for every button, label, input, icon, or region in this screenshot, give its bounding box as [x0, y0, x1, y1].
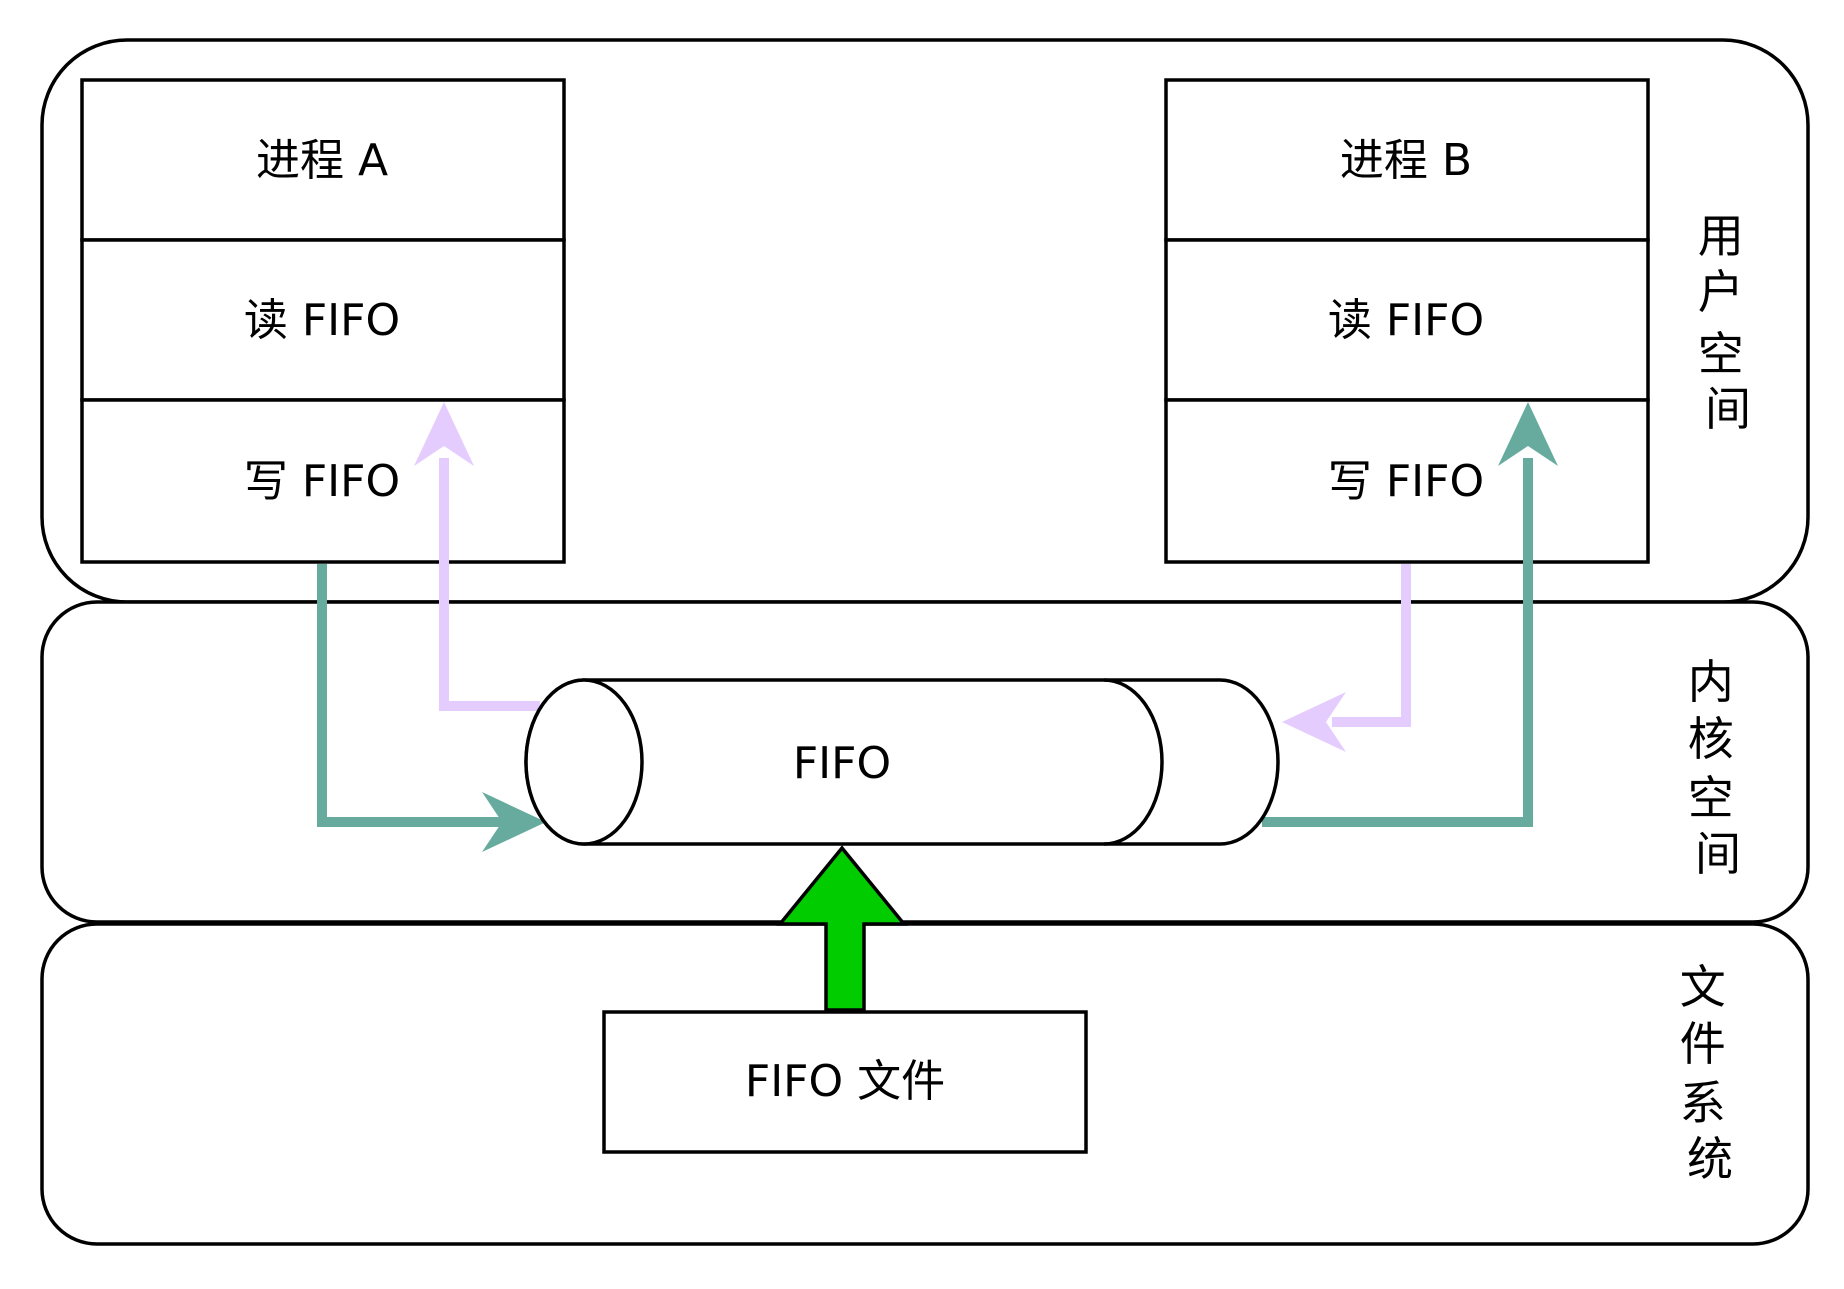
write-arrow-process-b [1262, 402, 1558, 827]
process-b-title: 进程 B [1340, 135, 1472, 186]
kernel-space-label: 内 核 空 间 [1688, 655, 1749, 881]
kernel-space-char: 空 [1688, 771, 1734, 825]
process-b-title-cell [1164, 78, 1650, 242]
file-system-label: 文 件 系 统 [1680, 960, 1741, 1186]
fifo-pipe-label: FIFO [793, 738, 891, 789]
read-arrow-process-b [1282, 564, 1411, 752]
write-arrow-process-a [317, 564, 546, 852]
read-arrow-process-a [414, 402, 540, 711]
fifo-pipe: FIFO [524, 678, 1280, 846]
user-space-char: 用 [1698, 209, 1744, 263]
fifo-pipe-left-cap [524, 678, 644, 846]
fifo-file-label: FIFO 文件 [745, 1056, 945, 1107]
process-a-write-cell [80, 398, 566, 564]
file-system-char: 统 [1687, 1132, 1733, 1186]
kernel-space-char: 内 [1688, 655, 1734, 709]
process-b-read-cell [1164, 238, 1650, 402]
kernel-space-char: 间 [1695, 827, 1741, 881]
process-b-block: 进程 B 读 FIFO 写 FIFO [1164, 78, 1650, 564]
fifo-file-box: FIFO 文件 [602, 1010, 1088, 1154]
process-a-read: 读 FIFO [244, 295, 400, 346]
process-a-read-cell [80, 238, 566, 402]
fifo-pipe-inner-curve [1103, 678, 1164, 846]
file-system-char: 系 [1680, 1076, 1726, 1130]
process-a-title-cell [80, 78, 566, 242]
process-b-write: 写 FIFO [1328, 456, 1484, 507]
user-space-char: 间 [1705, 382, 1751, 436]
fifo-file-rect [602, 1010, 1088, 1154]
process-a-block: 进程 A 读 FIFO 写 FIFO [80, 78, 566, 564]
user-space-char: 户 [1698, 265, 1744, 319]
process-b-read: 读 FIFO [1328, 295, 1484, 346]
process-a-write: 写 FIFO [244, 456, 400, 507]
process-b-write-cell [1164, 398, 1650, 564]
file-system-char: 文 [1680, 960, 1726, 1014]
user-space-label: 用 户 空 间 [1698, 209, 1759, 436]
kernel-space-char: 核 [1688, 712, 1734, 766]
user-space-char: 空 [1698, 327, 1744, 381]
process-a-title: 进程 A [256, 135, 388, 186]
file-system-char: 件 [1680, 1017, 1726, 1071]
file-to-fifo-arrow [776, 845, 908, 1012]
